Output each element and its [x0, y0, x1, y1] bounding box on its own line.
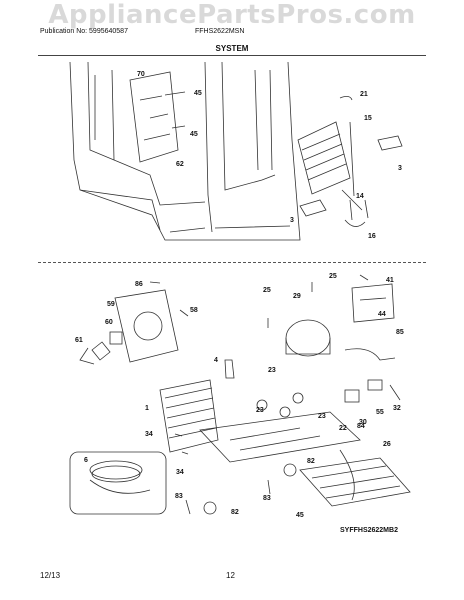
callout-83: 83 — [263, 495, 271, 502]
callout-62: 62 — [176, 161, 184, 168]
part-58-clip — [179, 309, 189, 317]
callout-16: 16 — [368, 233, 376, 240]
part-4-clip — [224, 359, 235, 379]
part-23-grommet-c — [292, 392, 304, 404]
part-34-grommet-right — [181, 451, 189, 455]
footer-date: 12/13 — [40, 571, 61, 580]
drain-pan — [299, 457, 411, 507]
section-divider — [38, 262, 426, 263]
part-41-screw — [359, 274, 369, 281]
callout-3: 3 — [290, 217, 294, 224]
callout-14: 14 — [356, 193, 364, 200]
part-84-hose — [339, 449, 355, 501]
callout-82: 82 — [307, 458, 315, 465]
condenser-fan-bracket — [114, 289, 179, 363]
part-16-heater — [344, 199, 369, 227]
part-32-wire — [389, 384, 401, 401]
callout-29: 29 — [293, 293, 301, 300]
callout-34: 34 — [176, 469, 184, 476]
site-watermark: AppliancePartsPros.com — [48, 0, 416, 30]
base-pan — [199, 411, 361, 463]
part-83-screw-left — [185, 499, 191, 515]
section-title: SYSTEM — [215, 44, 249, 53]
top-rule — [38, 55, 426, 56]
callout-41: 41 — [386, 277, 394, 284]
callout-1: 1 — [145, 405, 149, 412]
part-82-roller-right — [283, 463, 297, 477]
callout-83: 83 — [175, 493, 183, 500]
part-82-roller-left — [203, 501, 217, 515]
callout-4: 4 — [214, 357, 218, 364]
cabinet-drawing — [69, 61, 301, 241]
callout-45: 45 — [194, 90, 202, 97]
callout-45: 45 — [296, 512, 304, 519]
callout-82: 82 — [231, 509, 239, 516]
part-21-clip — [339, 96, 353, 101]
callout-61: 61 — [75, 337, 83, 344]
callout-45: 45 — [190, 131, 198, 138]
callout-21: 21 — [360, 91, 368, 98]
callout-15: 15 — [364, 115, 372, 122]
part-3-pad-left — [299, 199, 327, 217]
part-86-screw — [149, 281, 161, 284]
callout-85: 85 — [396, 329, 404, 336]
callout-30: 30 — [359, 419, 367, 426]
compressor — [285, 319, 331, 357]
callout-60: 60 — [105, 319, 113, 326]
callout-84: 84 — [357, 423, 365, 430]
callout-32: 32 — [393, 405, 401, 412]
callout-6: 6 — [84, 457, 88, 464]
part-23-grommet-a — [256, 399, 268, 411]
part-44-bracket — [359, 297, 387, 301]
model-number: FFHS2622MSN — [195, 28, 245, 35]
callout-25: 25 — [329, 273, 337, 280]
callout-3: 3 — [398, 165, 402, 172]
fan-motor — [109, 331, 123, 345]
callout-59: 59 — [107, 301, 115, 308]
part-23-grommet-b — [279, 406, 291, 418]
callout-86: 86 — [135, 281, 143, 288]
part-41-44-box — [351, 283, 395, 323]
part-83-screw-right — [267, 479, 271, 495]
part-3-pad-right — [377, 135, 403, 151]
callout-26: 26 — [383, 441, 391, 448]
evaporator-cover — [129, 71, 186, 163]
callout-34: 34 — [145, 431, 153, 438]
callout-70: 70 — [137, 71, 145, 78]
wiring-harness-box — [69, 451, 167, 515]
callout-55: 55 — [376, 409, 384, 416]
condenser-coil — [159, 379, 219, 453]
diagram-code: SYFFHS2622MB2 — [340, 527, 398, 534]
part-34-grommet-left — [174, 433, 183, 437]
callout-23: 23 — [256, 407, 264, 414]
part-30-overload — [344, 389, 360, 403]
callout-22: 22 — [339, 425, 347, 432]
fan-blade — [79, 341, 111, 365]
part-85-tube — [344, 348, 396, 361]
evaporator-coil — [297, 121, 363, 211]
callout-58: 58 — [190, 307, 198, 314]
callout-25: 25 — [263, 287, 271, 294]
footer-page-number: 12 — [226, 571, 235, 580]
callout-23: 23 — [268, 367, 276, 374]
part-55-relay — [367, 379, 383, 391]
callout-23: 23 — [318, 413, 326, 420]
publication-number: Publication No: 5995640587 — [40, 28, 128, 35]
callout-44: 44 — [378, 311, 386, 318]
